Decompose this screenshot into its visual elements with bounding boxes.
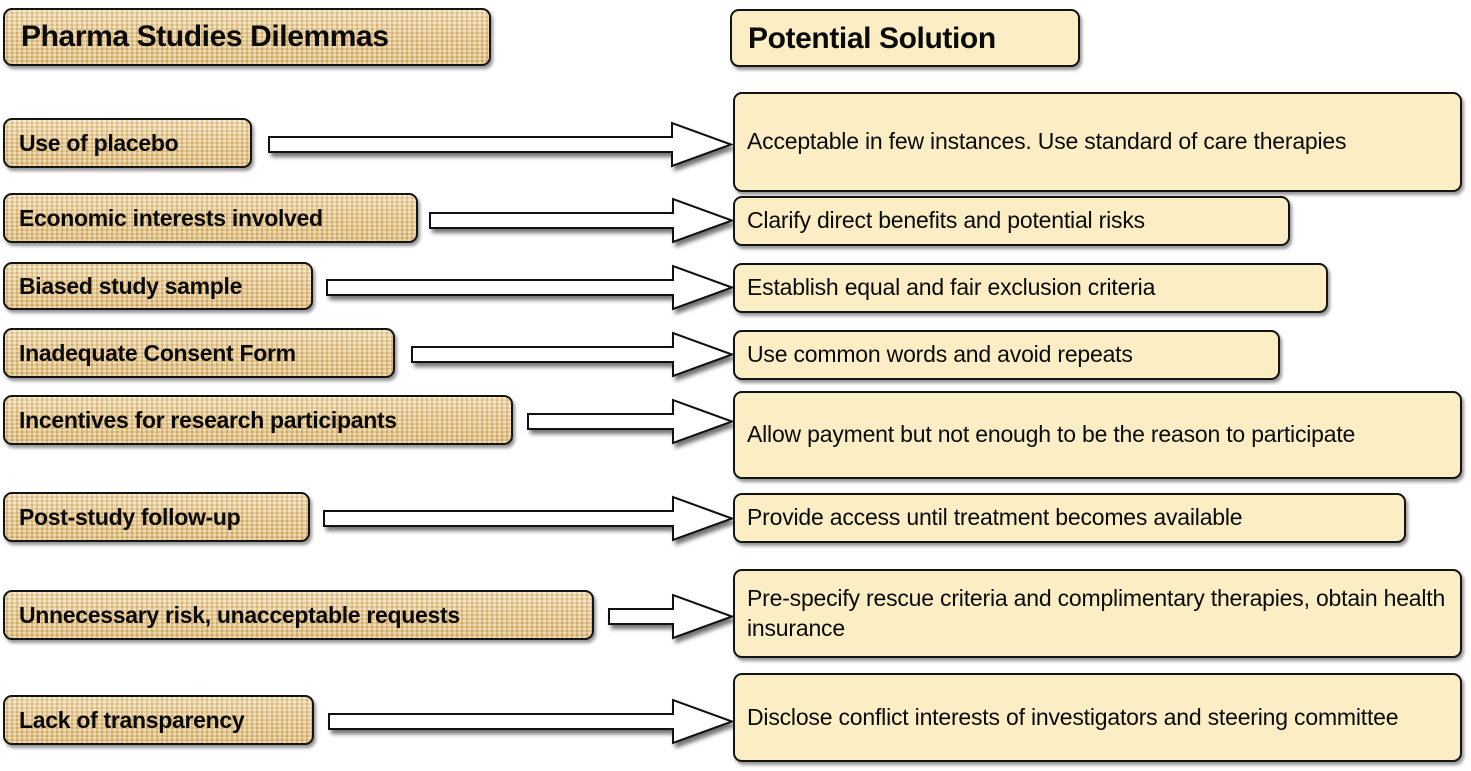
solution-label-4: Use common words and avoid repeats	[747, 341, 1133, 368]
solution-box-2[interactable]: Clarify direct benefits and potential ri…	[733, 196, 1290, 246]
arrow-right-icon-4	[410, 331, 735, 379]
solution-box-5[interactable]: Allow payment but not enough to be the r…	[733, 391, 1462, 479]
dilemma-box-2[interactable]: Economic interests involved	[3, 193, 418, 243]
dilemma-label-7: Unnecessary risk, unacceptable requests	[19, 601, 460, 628]
dilemma-label-6: Post-study follow-up	[19, 503, 241, 530]
arrow-right-icon-7	[607, 593, 735, 641]
arrow-right-icon-8	[327, 698, 735, 746]
dilemma-label-3: Biased study sample	[19, 272, 243, 299]
solution-label-2: Clarify direct benefits and potential ri…	[747, 207, 1145, 234]
solution-label-7: Pre-specify rescue criteria and complime…	[747, 584, 1446, 641]
dilemma-box-6[interactable]: Post-study follow-up	[3, 492, 310, 542]
arrow-right-icon-5	[526, 398, 735, 446]
solution-box-6[interactable]: Provide access until treatment becomes a…	[733, 493, 1406, 543]
solution-label-3: Establish equal and fair exclusion crite…	[747, 274, 1156, 301]
solution-label-1: Acceptable in few instances. Use standar…	[747, 128, 1347, 155]
dilemma-label-4: Inadequate Consent Form	[19, 339, 296, 366]
dilemma-label-5: Incentives for research participants	[19, 406, 397, 433]
column-header-dilemmas: Pharma Studies Dilemmas	[3, 8, 491, 66]
solution-box-3[interactable]: Establish equal and fair exclusion crite…	[733, 263, 1328, 313]
arrow-right-icon-2	[428, 197, 735, 245]
dilemma-label-8: Lack of transparency	[19, 706, 245, 733]
column-header-solution: Potential Solution	[730, 9, 1080, 67]
dilemma-box-3[interactable]: Biased study sample	[3, 262, 313, 310]
dilemma-label-2: Economic interests involved	[19, 204, 323, 231]
solution-label-6: Provide access until treatment becomes a…	[747, 504, 1243, 531]
arrow-right-icon-1	[267, 121, 734, 169]
dilemma-box-7[interactable]: Unnecessary risk, unacceptable requests	[3, 590, 594, 640]
dilemma-box-5[interactable]: Incentives for research participants	[3, 395, 513, 445]
solution-box-7[interactable]: Pre-specify rescue criteria and complime…	[733, 569, 1462, 658]
solution-label-8: Disclose conflict interests of investiga…	[747, 703, 1399, 730]
arrow-right-icon-6	[322, 495, 735, 543]
dilemma-box-8[interactable]: Lack of transparency	[3, 695, 314, 745]
dilemma-box-4[interactable]: Inadequate Consent Form	[3, 328, 395, 378]
solution-box-1[interactable]: Acceptable in few instances. Use standar…	[733, 92, 1462, 192]
column-header-dilemmas-label: Pharma Studies Dilemmas	[21, 20, 389, 54]
solution-box-8[interactable]: Disclose conflict interests of investiga…	[733, 673, 1462, 762]
solution-box-4[interactable]: Use common words and avoid repeats	[733, 330, 1280, 380]
solution-label-5: Allow payment but not enough to be the r…	[747, 421, 1356, 448]
arrow-right-icon-3	[325, 264, 735, 312]
dilemma-box-1[interactable]: Use of placebo	[3, 118, 252, 168]
dilemma-label-1: Use of placebo	[19, 129, 179, 156]
column-header-solution-label: Potential Solution	[748, 21, 996, 55]
